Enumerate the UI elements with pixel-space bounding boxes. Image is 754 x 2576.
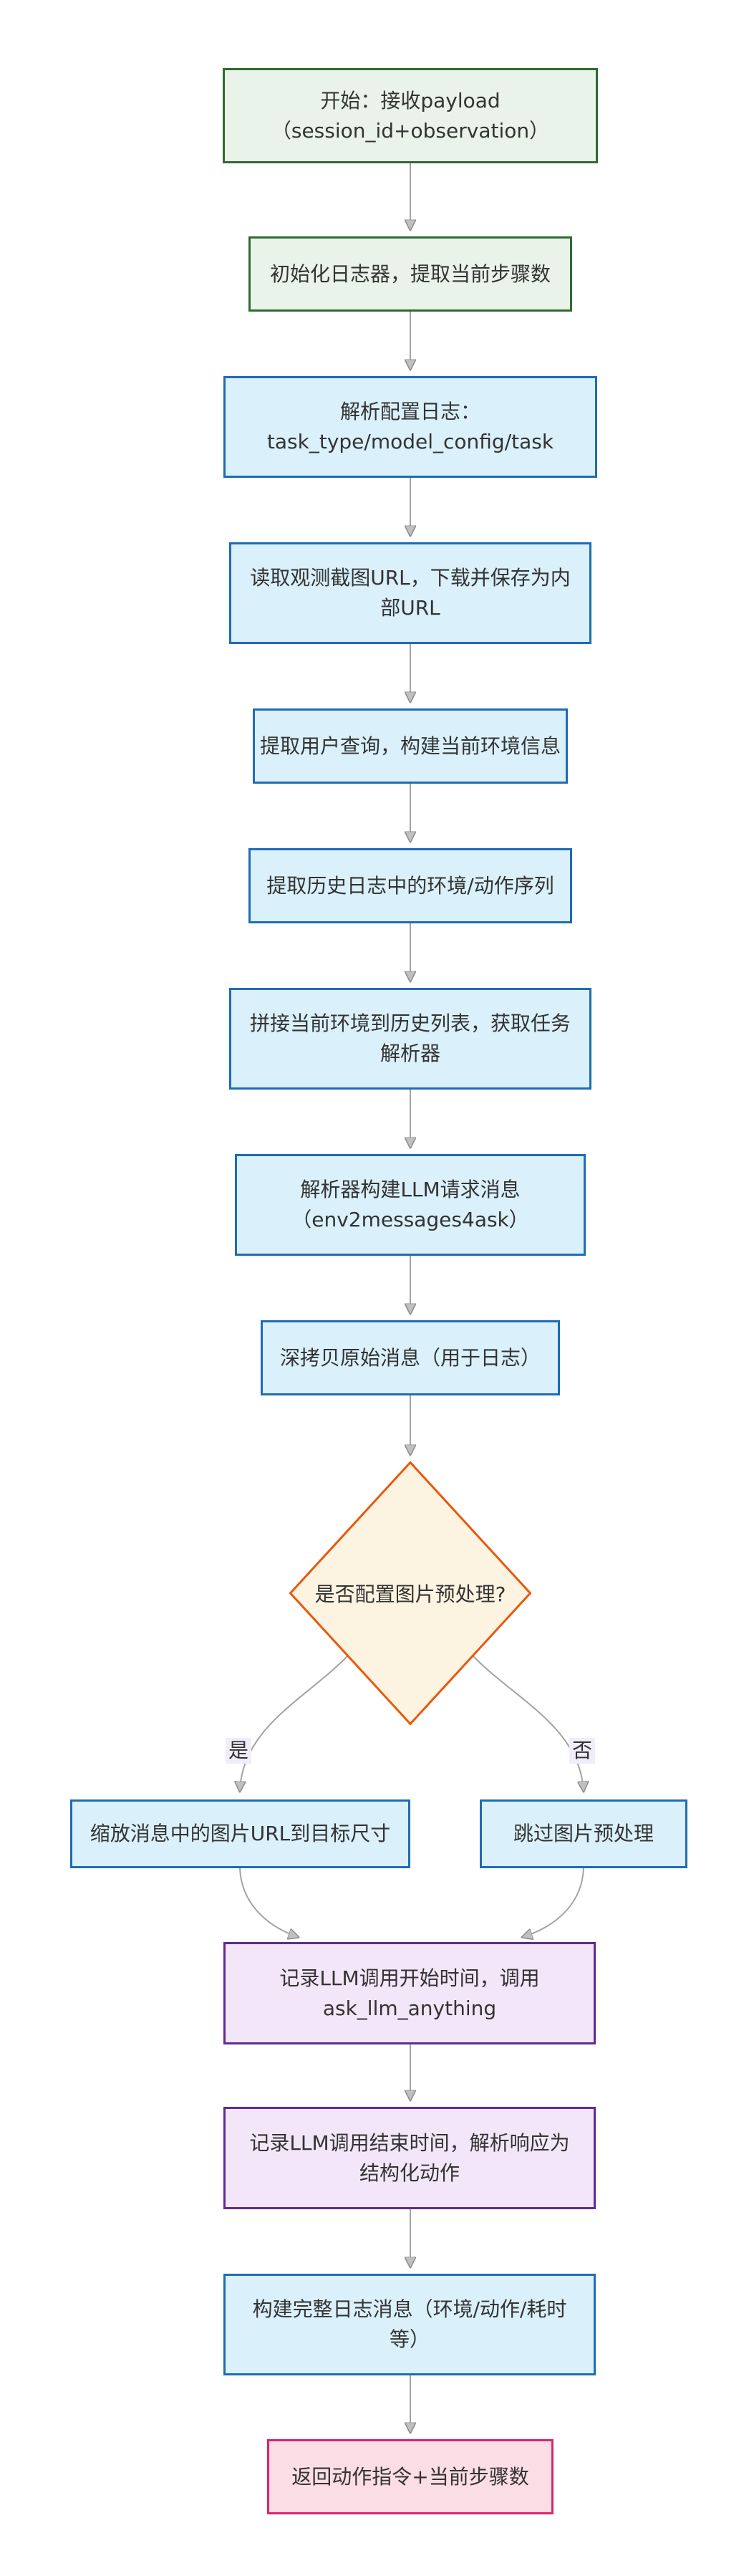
edge-decision-yes [240, 1654, 349, 1791]
node-llm-call-start: 记录LLM调用开始时间，调用 ask_llm_anything [223, 1942, 596, 2044]
node-parse-config-label: 解析配置日志： task_type/model_config/task [266, 400, 554, 453]
node-read-screenshot-label: 读取观测截图URL，下载并保存为内 部URL [250, 566, 571, 620]
node-skip-preprocess-label: 跳过图片预处理 [513, 1822, 654, 1845]
edge-decision-no [471, 1654, 584, 1791]
node-deepcopy: 深拷贝原始消息（用于日志） [261, 1320, 560, 1395]
node-llm-call-end-label: 记录LLM调用结束时间，解析响应为 结构化动作 [249, 2130, 570, 2185]
node-return-action: 返回动作指令+当前步骤数 [267, 2439, 554, 2514]
node-extract-query: 提取用户查询，构建当前环境信息 [253, 708, 568, 784]
node-concat-env: 拼接当前环境到历史列表，获取任务 解析器 [229, 988, 591, 1090]
node-build-messages-label: 解析器构建LLM请求消息 （env2messages4ask） [291, 1178, 529, 1231]
edge-label-no: 否 [569, 1738, 595, 1764]
node-deepcopy-label: 深拷贝原始消息（用于日志） [279, 1345, 541, 1370]
node-llm-call-end: 记录LLM调用结束时间，解析响应为 结构化动作 [223, 2107, 596, 2209]
edge-skip-to-llmstart [523, 1868, 584, 1937]
node-init-logger: 初始化日志器，提取当前步骤数 [248, 236, 572, 312]
decision-image-preprocess: 是否配置图片预处理? [289, 1461, 531, 1725]
edge-resize-to-llmstart [239, 1868, 298, 1937]
node-resize-images-label: 缩放消息中的图片URL到目标尺寸 [90, 1822, 391, 1845]
node-init-logger-label: 初始化日志器，提取当前步骤数 [269, 261, 551, 286]
decision-image-preprocess-label: 是否配置图片预处理? [314, 1582, 506, 1606]
node-read-screenshot: 读取观测截图URL，下载并保存为内 部URL [229, 542, 591, 644]
node-concat-env-label: 拼接当前环境到历史列表，获取任务 解析器 [249, 1011, 571, 1065]
node-parse-config: 解析配置日志： task_type/model_config/task [223, 376, 597, 478]
node-build-messages: 解析器构建LLM请求消息 （env2messages4ask） [235, 1154, 586, 1256]
node-build-log: 构建完整日志消息（环境/动作/耗时 等） [223, 2274, 596, 2375]
node-build-log-label: 构建完整日志消息（环境/动作/耗时 等） [252, 2297, 567, 2351]
node-resize-images: 缩放消息中的图片URL到目标尺寸 [70, 1799, 410, 1868]
node-extract-query-label: 提取用户查询，构建当前环境信息 [259, 734, 561, 758]
edge-label-yes: 是 [226, 1738, 251, 1764]
decision-diamond-shape [289, 1461, 531, 1725]
node-llm-call-start-label: 记录LLM调用开始时间，调用 ask_llm_anything [279, 1966, 540, 2020]
node-extract-history: 提取历史日志中的环境/动作序列 [248, 848, 572, 923]
node-extract-history-label: 提取历史日志中的环境/动作序列 [266, 873, 554, 898]
node-start-label: 开始：接收payload （session_id+observation） [271, 88, 550, 143]
node-return-action-label: 返回动作指令+当前步骤数 [291, 2464, 529, 2489]
node-start: 开始：接收payload （session_id+observation） [223, 68, 598, 163]
node-skip-preprocess: 跳过图片预处理 [480, 1799, 687, 1868]
